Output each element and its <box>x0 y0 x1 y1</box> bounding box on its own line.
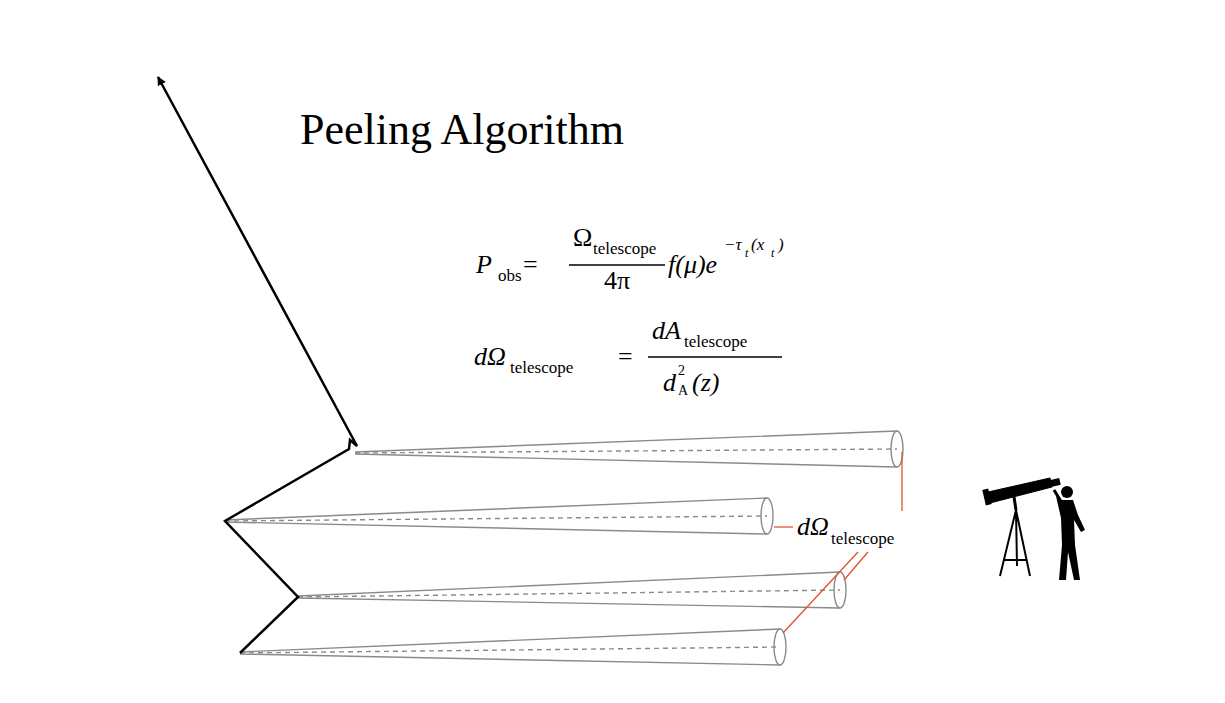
math-subscript: obs <box>498 267 522 284</box>
math-subscript: t <box>771 247 774 259</box>
slide-title: Peeling Algorithm <box>300 108 624 152</box>
peel-cones <box>225 431 903 665</box>
fraction-bar <box>648 356 782 357</box>
leader-label-subscript: telescope <box>831 530 894 547</box>
math-symbol: (z) <box>692 370 719 396</box>
fraction-bar <box>569 264 665 265</box>
math-symbol: d <box>663 370 676 396</box>
math-symbol: Ω <box>573 225 592 251</box>
leader-label: dΩ <box>797 514 829 540</box>
leader-lines <box>774 452 902 633</box>
photon-path <box>158 77 357 653</box>
math-superscript: (x <box>751 236 764 253</box>
peel-cone <box>355 431 903 467</box>
math-operator: = <box>523 252 538 278</box>
math-operator: = <box>618 344 633 370</box>
peel-cone <box>240 629 786 665</box>
math-subscript: telescope <box>510 359 573 376</box>
math-symbol: dΩ <box>474 344 506 370</box>
math-superscript: 2 <box>678 364 685 378</box>
math-symbol: f(μ)e <box>668 252 717 278</box>
peel-cone <box>298 572 846 608</box>
math-symbol: dA <box>652 318 681 344</box>
math-symbol: 4π <box>604 268 630 294</box>
math-superscript: −τ <box>724 236 742 253</box>
math-symbol: P <box>476 252 492 278</box>
math-subscript: telescope <box>684 333 747 350</box>
math-subscript: A <box>678 384 688 398</box>
math-subscript: t <box>745 247 748 259</box>
telescope-observer-icon <box>982 478 1085 580</box>
peel-cone <box>225 498 773 534</box>
math-superscript: ) <box>778 236 784 253</box>
math-subscript: telescope <box>593 240 656 257</box>
